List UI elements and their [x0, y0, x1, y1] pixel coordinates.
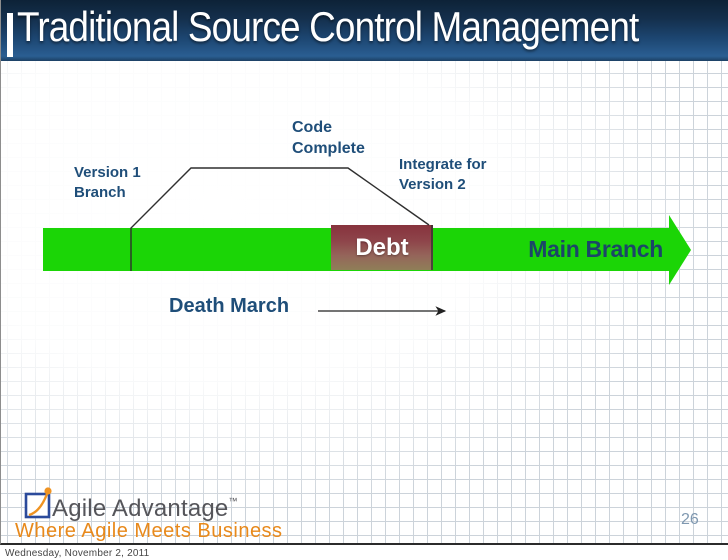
page-title: Traditional Source Control Management — [17, 3, 639, 50]
brand-tagline: Where Agile Meets Business — [15, 520, 283, 542]
integrate-label: Integrate for Version 2 — [399, 155, 487, 195]
code-complete-label-line1: Code — [292, 119, 332, 136]
page-number: 26 — [681, 511, 699, 528]
slide-header: Traditional Source Control Management — [1, 0, 728, 61]
brand-name-line: Agile Advantage™ — [52, 495, 237, 523]
date-text: Wednesday, November 2, 2011 — [5, 548, 150, 559]
debt-label: Debt — [355, 233, 409, 261]
integrate-label-line2: Version 2 — [399, 176, 466, 193]
code-complete-label-line2: Complete — [292, 140, 365, 157]
slide: Traditional Source Control Management Ma… — [0, 0, 728, 545]
agile-advantage-logo-icon — [24, 487, 52, 519]
integrate-label-line1: Integrate for — [399, 156, 487, 173]
version1-branch-label-line2: Branch — [74, 184, 126, 201]
death-march-label: Death March — [169, 295, 290, 317]
header-accent-bar — [7, 13, 13, 57]
brand-name: Agile Advantage — [52, 495, 229, 522]
main-branch-arrowhead-icon — [669, 215, 691, 285]
version1-branch-label: Version 1 Branch — [74, 163, 141, 203]
status-bar: Wednesday, November 2, 2011 — [0, 547, 728, 560]
version1-branch-label-line1: Version 1 — [74, 164, 141, 181]
code-complete-label: Code Complete — [292, 117, 365, 159]
debt-box: Debt — [331, 225, 433, 270]
trademark-mark: ™ — [228, 496, 238, 506]
main-branch-label: Main Branch — [528, 236, 663, 262]
